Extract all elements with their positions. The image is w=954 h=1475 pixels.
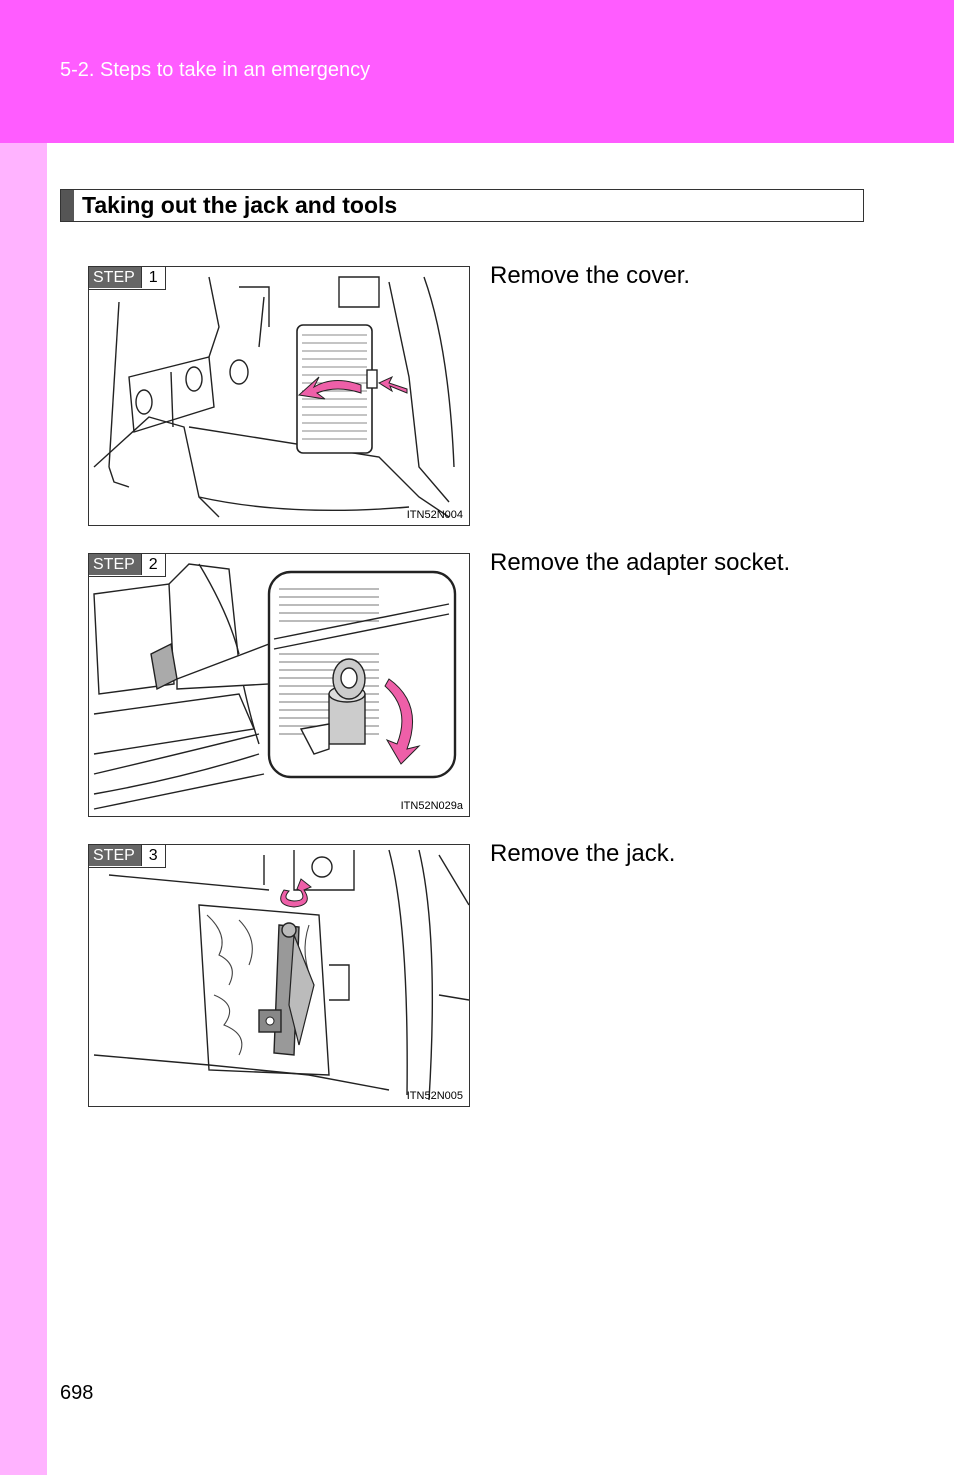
- step-number: 2: [140, 554, 165, 575]
- step-2-illustration: STEP 2 ITN52N029a: [88, 553, 470, 817]
- step-badge: STEP 2: [89, 554, 166, 577]
- step-label: STEP: [89, 554, 141, 575]
- section-title: Taking out the jack and tools: [82, 192, 398, 218]
- jack-removal-drawing: [93, 849, 469, 1101]
- step-2-instruction: Remove the adapter socket.: [490, 549, 791, 576]
- heading-marker: [61, 190, 74, 221]
- cargo-cover-drawing: [93, 276, 455, 518]
- figure-code: ITN52N004: [406, 509, 463, 521]
- figure-code: ITN52N029a: [400, 800, 463, 812]
- page-number: 698: [60, 1382, 94, 1404]
- step-3-illustration: STEP 3 ITN52N005: [88, 844, 470, 1107]
- step-3-instruction: Remove the jack.: [490, 840, 676, 867]
- figure-code: ITN52N005: [406, 1090, 463, 1102]
- step-badge: STEP 3: [89, 845, 166, 868]
- header-band: 5-2. Steps to take in an emergency: [0, 0, 954, 143]
- side-tab-strip: [0, 143, 47, 1475]
- adapter-socket-drawing: [93, 563, 457, 810]
- step-number: 3: [140, 845, 165, 866]
- step-1-illustration: STEP 1 ITN52N004: [88, 266, 470, 526]
- step-number: 1: [140, 267, 165, 288]
- section-heading: Taking out the jack and tools: [60, 189, 864, 222]
- step-badge: STEP 1: [89, 267, 166, 290]
- step-1-instruction: Remove the cover.: [490, 262, 691, 289]
- step-label: STEP: [89, 267, 141, 288]
- chapter-breadcrumb: 5-2. Steps to take in an emergency: [60, 59, 371, 81]
- step-label: STEP: [89, 845, 141, 866]
